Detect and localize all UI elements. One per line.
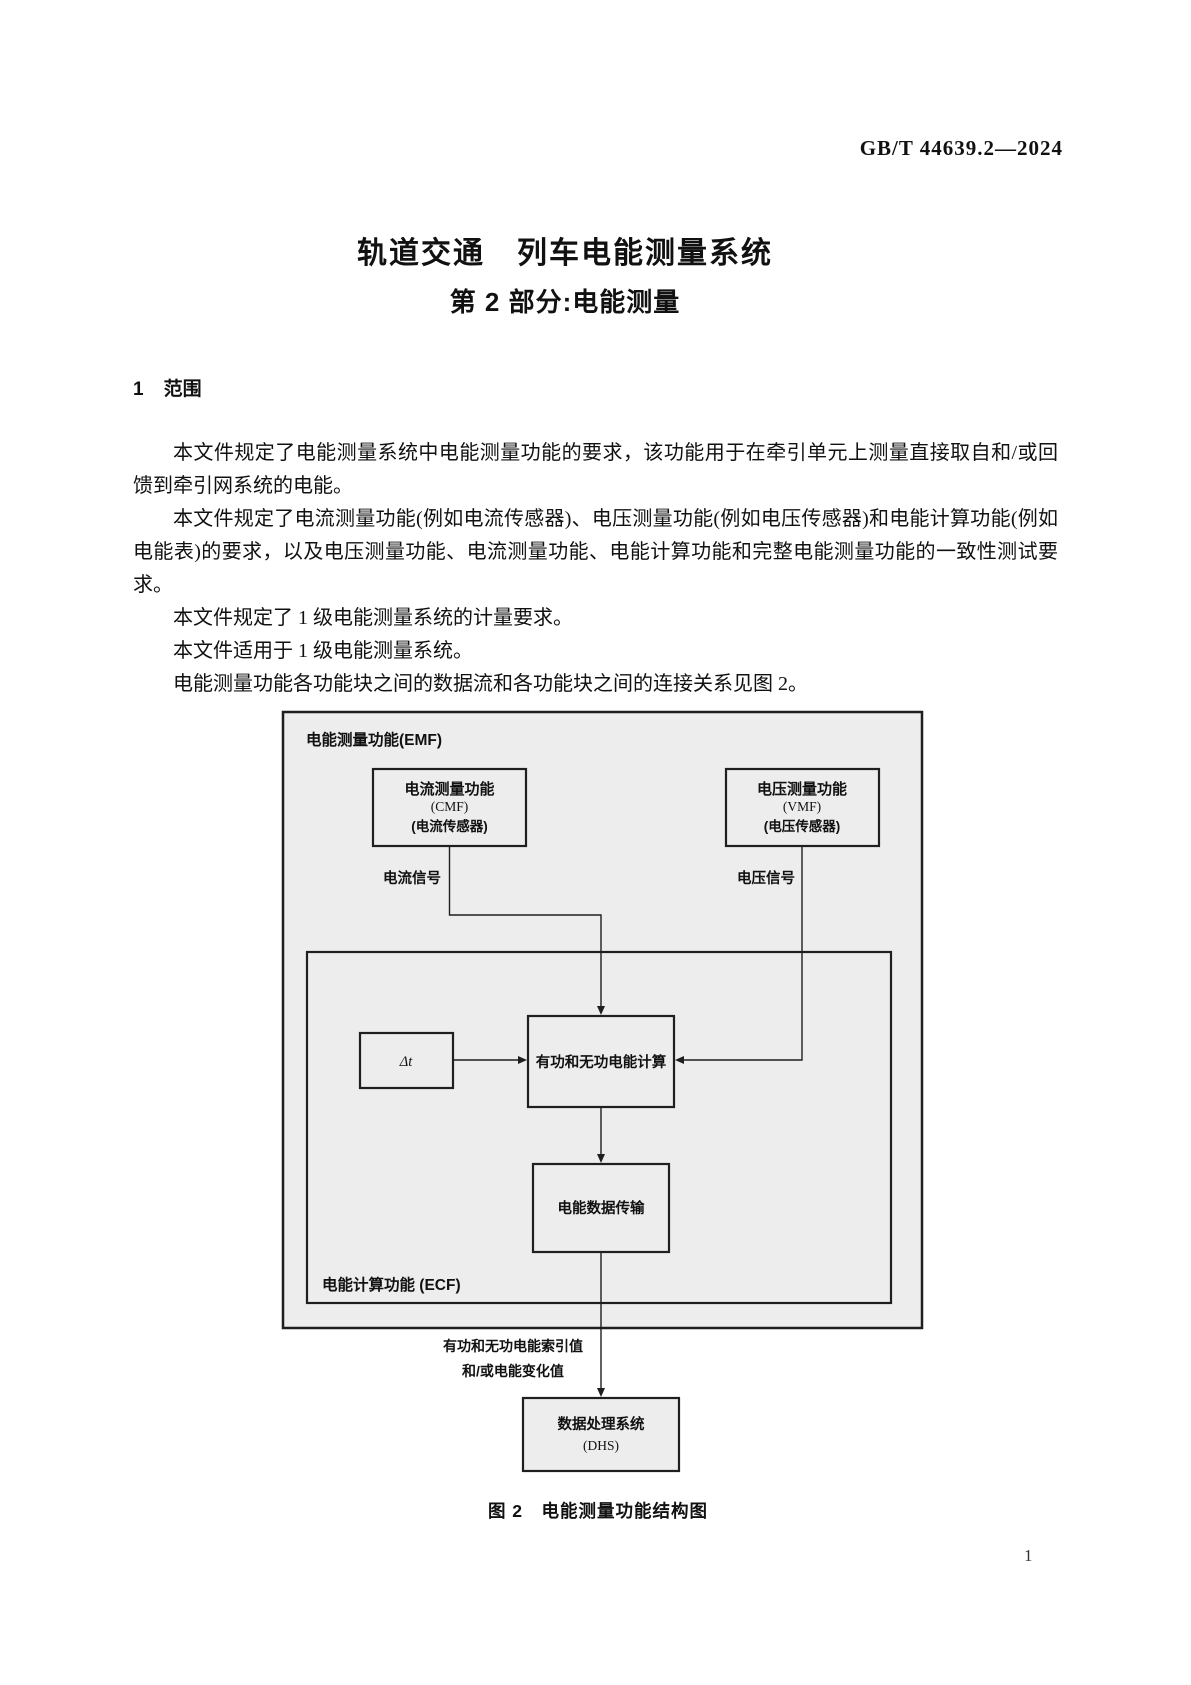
paragraph: 电能测量功能各功能块之间的数据流和各功能块之间的连接关系见图 2。	[173, 673, 808, 695]
arrow-down-icon	[597, 1388, 605, 1397]
ecf-label: 电能计算功能 (ECF)	[322, 1275, 461, 1294]
vmf-label-line2: (VMF)	[783, 799, 821, 814]
vmf-label-line1: 电压测量功能	[757, 780, 847, 798]
paragraph: 本文件规定了电流测量功能(例如电流传感器)、电压测量功能(例如电压传感器)和电能…	[133, 508, 1058, 596]
current-signal-label: 电流信号	[383, 869, 441, 887]
section-number: 1	[133, 379, 144, 400]
paragraph: 本文件规定了电能测量系统中电能测量功能的要求，该功能用于在牵引单元上测量直接取自…	[133, 442, 1058, 497]
arrow-right-icon	[518, 1056, 527, 1064]
vmf-box	[724, 767, 881, 848]
current-signal-line	[448, 846, 602, 1006]
standard-code: GB/T 44639.2—2024	[859, 136, 1063, 160]
title-line1: 轨道交通 列车电能测量系统	[357, 237, 773, 270]
voltage-signal-label: 电压信号	[737, 869, 795, 887]
energy-transfer-label: 电能数据传输	[558, 1199, 645, 1217]
vmf-label-line3: (电压传感器)	[764, 818, 841, 834]
figure-diagram: 电流测量功能 (CMF) (电流传感器) 电压测量功能 (VMF) (电压传感器…	[281, 710, 924, 1473]
paragraph: 本文件适用于 1 级电能测量系统。	[173, 640, 473, 662]
section-title: 范围	[163, 379, 202, 400]
energy-calc-label: 有功和无功电能计算	[536, 1053, 667, 1071]
index-value-label-line1: 有功和无功电能索引值	[443, 1338, 583, 1354]
document-title: 轨道交通 列车电能测量系统 第 2 部分:电能测量	[0, 228, 1130, 319]
title-line2: 第 2 部分:电能测量	[449, 287, 681, 317]
body-text: 本文件规定了电能测量系统中电能测量功能的要求，该功能用于在牵引单元上测量直接取自…	[133, 437, 1058, 701]
dhs-label-line2: (DHS)	[583, 1438, 619, 1453]
arrow-down-icon	[597, 1006, 605, 1015]
arrow-down-icon	[597, 1154, 605, 1163]
index-value-label-line2: 和/或电能变化值	[462, 1363, 564, 1379]
delta-t-label: Δt	[399, 1054, 414, 1070]
paragraph: 本文件规定了 1 级电能测量系统的计量要求。	[173, 607, 573, 629]
section-heading: 1 范围	[133, 374, 202, 401]
ecf-box	[305, 950, 893, 1305]
emf-label: 电能测量功能(EMF)	[306, 730, 442, 749]
cmf-label-line2: (CMF)	[431, 799, 469, 814]
cmf-label-line1: 电流测量功能	[404, 780, 494, 798]
dhs-box	[521, 1396, 681, 1473]
dhs-label-line1: 数据处理系统	[558, 1415, 645, 1433]
arrow-left-icon	[675, 1056, 684, 1064]
energy-calc-box	[526, 1014, 676, 1109]
cmf-box	[371, 767, 528, 848]
page-number: 1	[1024, 1546, 1033, 1565]
energy-transfer-box	[531, 1162, 671, 1254]
delta-t-box	[358, 1031, 455, 1090]
figure-caption: 图 2 电能测量功能结构图	[487, 1501, 709, 1521]
voltage-signal-line	[684, 846, 803, 1061]
cmf-label-line3: (电流传感器)	[411, 818, 488, 834]
